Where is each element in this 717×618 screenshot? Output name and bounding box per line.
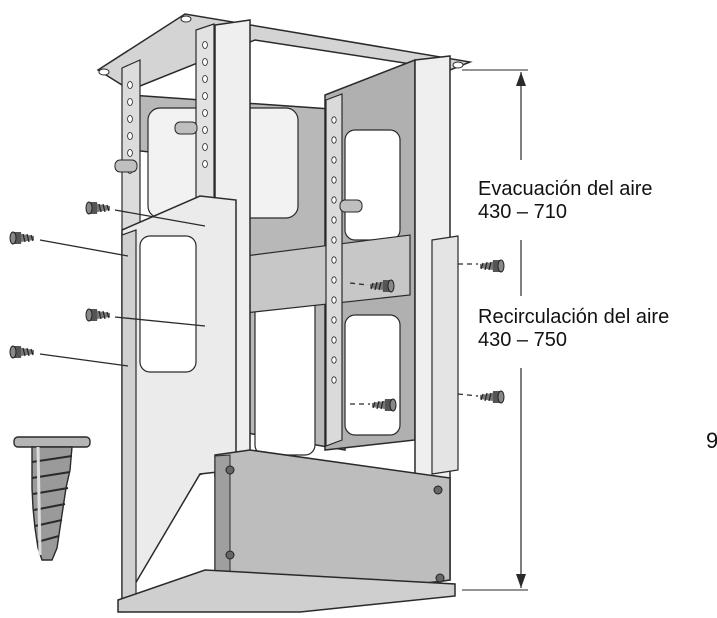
screw-icon [350, 398, 397, 412]
bottom-box [117, 449, 456, 613]
wall-plug-icon [13, 436, 91, 561]
screw-icon [85, 201, 206, 227]
screw-icon [457, 390, 505, 404]
recirculation-range: 430 – 750 [478, 329, 567, 351]
evacuation-range: 430 – 710 [478, 201, 567, 223]
right-perforated-rail [325, 93, 343, 447]
evacuation-title: Evacuación del aire [478, 178, 653, 200]
evacuation-label: Evacuación del aire 430 – 710 [478, 178, 653, 224]
screw-icon [9, 345, 129, 367]
mounting-tabs [114, 121, 363, 213]
screw-icon [9, 231, 129, 257]
screw-icon [349, 279, 395, 293]
screw-icon [85, 308, 206, 327]
recirculation-title: Recirculación del aire [478, 306, 670, 328]
dimension-line [462, 69, 528, 591]
front-right-upright [414, 55, 459, 586]
screw-icon [458, 259, 505, 273]
recirculation-label: Recirculación del aire 430 – 750 [478, 306, 669, 352]
page-edge-fragment: 9 [706, 428, 717, 453]
